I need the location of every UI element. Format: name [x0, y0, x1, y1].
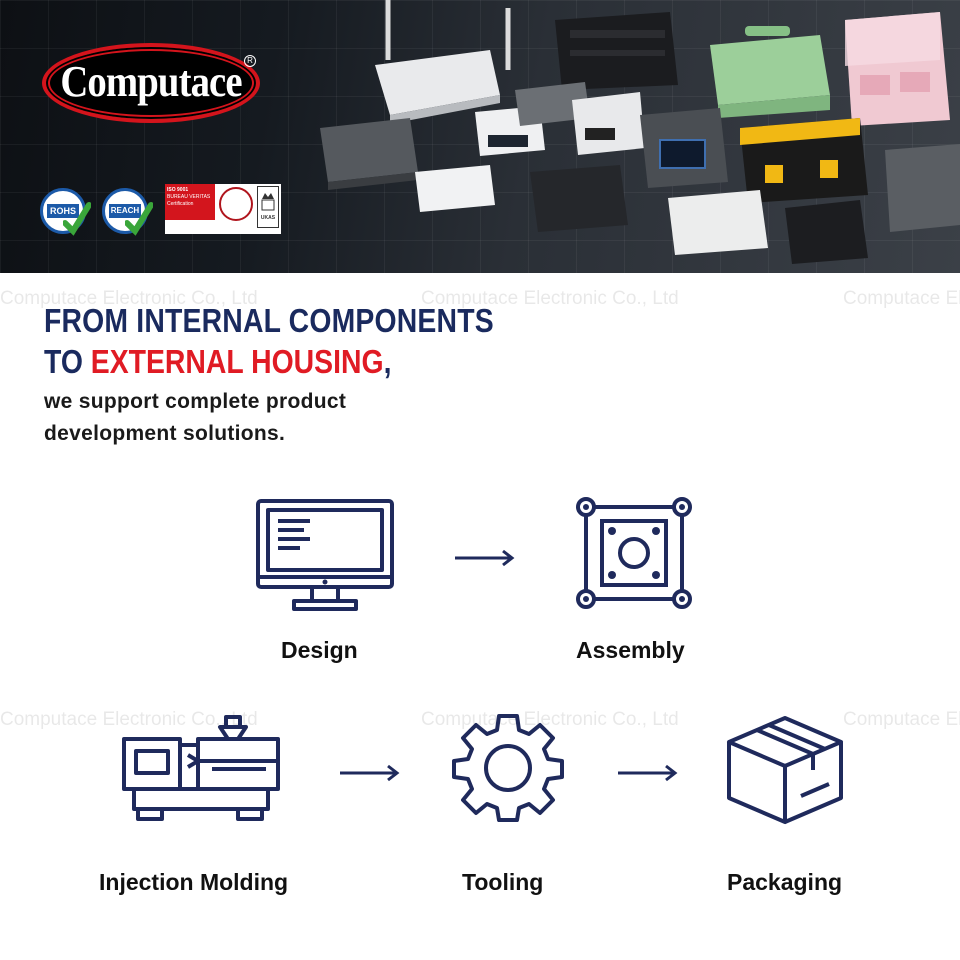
iso-subtitle: BUREAU VERITAS Certification — [167, 194, 211, 207]
reach-badge: REACH — [102, 188, 153, 236]
logo-text: Computace — [60, 57, 242, 106]
watermark-text: Computace Electronic Co., Ltd — [0, 288, 258, 309]
step-label-tooling: Tooling — [462, 869, 544, 895]
ukas-badge: UKAS — [257, 186, 279, 228]
watermark-text: Computace Electronic Co., Ltd — [0, 709, 258, 730]
watermark-text: Computace Electronic Co., Ltd — [843, 709, 960, 730]
iso-label: ISO 9001 — [167, 187, 189, 193]
watermark-text: Computace Electronic Co., Ltd — [843, 288, 960, 309]
ukas-label: UKAS — [261, 215, 276, 221]
iso-bureau-veritas-badge: ISO 9001 BUREAU VERITAS Certification UK… — [165, 184, 281, 234]
monitor-icon — [256, 499, 394, 611]
step-label-packaging: Packaging — [727, 869, 843, 895]
crown-icon: UKAS — [261, 193, 276, 221]
step-label-injection-molding: Injection Molding — [99, 869, 289, 895]
headline-highlight: EXTERNAL HOUSING — [90, 343, 384, 380]
gear-icon — [452, 714, 564, 822]
product-lineup-image — [320, 0, 960, 264]
headline-line-2-prefix: TO — [44, 343, 91, 380]
arrow-right-icon — [340, 764, 400, 782]
checkmark-icon — [125, 202, 153, 236]
logo-ellipse — [42, 43, 260, 123]
box-icon — [727, 716, 843, 824]
rohs-badge: ROHS — [40, 188, 91, 236]
bureau-veritas-seal-icon — [219, 187, 253, 221]
assembly-frame-icon — [576, 497, 692, 609]
watermark-text: Computace Electronic Co., Ltd — [421, 709, 679, 730]
arrow-right-icon — [455, 549, 515, 567]
injection-machine-icon — [122, 715, 280, 821]
computace-logo: Computace — [42, 43, 260, 123]
headline-line-2-suffix: , — [383, 343, 392, 380]
headline-line-1: FROM INTERNAL COMPONENTS — [44, 302, 494, 339]
arrow-right-icon — [618, 764, 678, 782]
reach-label: REACH — [109, 204, 141, 218]
hero-banner: Computace R ROHS REACH ISO 9001 BUREAU V… — [0, 0, 960, 273]
iso-red-panel: ISO 9001 BUREAU VERITAS Certification — [165, 184, 215, 220]
watermark-text: Computace Electronic Co., Ltd — [421, 288, 679, 309]
step-label-assembly: Assembly — [576, 637, 685, 663]
headline-subtext: we support complete product development … — [44, 390, 347, 445]
checkmark-icon — [63, 202, 91, 236]
step-label-design: Design — [281, 637, 358, 663]
rohs-label: ROHS — [47, 204, 79, 218]
headline-line-2: TO EXTERNAL HOUSING, — [44, 343, 391, 381]
registered-mark: R — [244, 55, 256, 67]
